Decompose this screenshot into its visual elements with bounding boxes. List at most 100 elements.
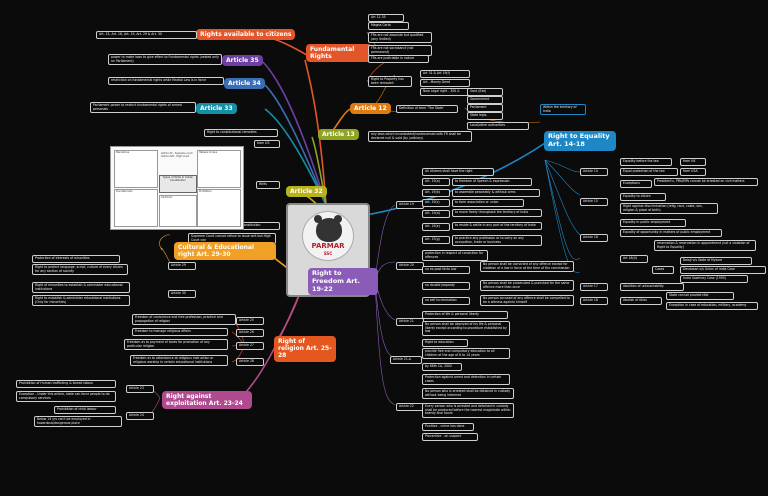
art24-item: Below 14 yrs can't be employed in hazard… [34, 416, 122, 428]
art18-item: Abolish of titles [620, 297, 662, 305]
writ-label: Habeas Corpus [199, 151, 218, 154]
fr-item: Art 12-35 [368, 14, 404, 22]
exploitation-node: Right against exploitation Art. 23-24 [162, 391, 252, 410]
art18-sub: Exception in case of education, military… [666, 302, 758, 310]
writs-card: Mandamus Habeas Corpus Quo-Warranto Proh… [110, 146, 244, 230]
article-13-node: Article 13 [318, 129, 359, 141]
art24-item: Prohibition of child labour [54, 406, 116, 414]
art14-label: Article 14 [580, 168, 608, 176]
art21a-item: Right to education [422, 339, 468, 347]
art16-4-label: Art 16(4) [620, 255, 648, 263]
art28-item: Freedom as to attendance at religious in… [130, 355, 228, 367]
art19-value: to assemble peaceably & without arms [452, 189, 540, 197]
writs-card-title: Types of Writs In Indian Constitution [159, 175, 197, 193]
freedom-node: Right to Freedom Art. 19-22 [308, 268, 378, 296]
art13-desc: any laws which inconsistent/controversia… [368, 131, 472, 143]
bear-icon [316, 218, 342, 242]
art29-item: Protection of interests of minorities [32, 255, 120, 263]
art14-item: Equal protection of the law [620, 168, 678, 176]
art29-item: Right to protect language, script, cultu… [32, 264, 128, 276]
art26-item: Freedom to manage religious affairs [132, 328, 228, 336]
art32-item: from US [254, 140, 280, 148]
case-item: Balaji v/s State of Mysore [680, 257, 752, 265]
art23-item: Exception - Under this article, state ca… [16, 391, 116, 403]
art22-item: Every person who is arrested and detaine… [422, 403, 514, 418]
art22-item: Preventive - on suspect [422, 433, 478, 441]
art21-item: Protection of life & personal liberty [422, 311, 508, 319]
article-12-node: Article 12 [350, 103, 391, 115]
art22-item: Punitive - crime has done [422, 423, 474, 431]
art19-value: to practice any profession or to carry o… [452, 235, 542, 247]
brand-logo: PARMAR SSC [302, 211, 354, 261]
art19-head: All citizens shall have the right [422, 168, 494, 176]
art19-value: to move freely throughout the territory … [452, 209, 542, 217]
link-fundamental [304, 59, 327, 206]
case-item: Devdasan v/s Union of India Case [680, 266, 766, 274]
art23-label: Article 23 [126, 385, 154, 393]
article-32-node: Article 32 [286, 186, 327, 198]
fr-item: Right to Property has been removed [368, 76, 412, 88]
art19-key: Art. 19(b) [422, 189, 450, 197]
art26-label: Article 26 [236, 329, 264, 337]
brand-name: PARMAR [311, 242, 345, 250]
art21a-item: provide free and compulsory education to… [422, 348, 510, 360]
art20-key: no ex-post facto law [422, 266, 470, 274]
writ-label: Article 32 - Supreme court Article 226 -… [161, 152, 193, 158]
article-34-node: Article 34 [224, 78, 265, 90]
fundamental-rights-node: Fundamental Rights [306, 44, 372, 63]
art19-label: Article 19 [396, 201, 424, 209]
art30-label: Article 30 [168, 290, 196, 298]
religion-node: Right of religion Art. 25-28 [274, 336, 336, 362]
art17-item: Abolition of untouchability [620, 283, 684, 291]
art14-from: from UK [680, 158, 706, 166]
art28-label: Article 28 [236, 358, 264, 366]
state-item: Govt (Exe) [467, 88, 503, 96]
property-item: Now Legal right - 300 A [420, 88, 470, 96]
art16-item: Equality in public employment [620, 219, 686, 227]
art25-item: Freedom of conscience and free professio… [132, 314, 236, 326]
state-item: State legis. [467, 112, 503, 120]
property-item: Art 31 & Art 19(f) [420, 70, 470, 78]
art14-item: Exceptions [620, 180, 652, 188]
art21a-label: Article 21-A [390, 356, 422, 364]
art30-item: Right of minorities to establish & admin… [32, 282, 130, 294]
cultural-node: Cultural & Educational right Art. 29-30 [174, 242, 276, 261]
citizens-list: Art. 15, Art. 16, Art. 19, Art. 29 & Art… [96, 31, 197, 39]
art34-desc: restriction on fundamental rights while … [108, 77, 224, 85]
state-definition: Definition of term 'The State' [396, 105, 458, 113]
art15-item: Right against discrimination (relig, rac… [620, 203, 718, 215]
brand-sub: SSC [323, 251, 333, 256]
article-33-node: Article 33 [196, 103, 237, 115]
art19-value: to reside & settle in any part of the te… [452, 222, 542, 230]
art27-item: Freedom as to payment of taxes for promo… [124, 339, 228, 351]
art17-label: Article 17 [580, 283, 608, 291]
state-item: Government [467, 96, 503, 104]
within-territory: Within the territory of India [540, 104, 586, 116]
art14-exception: President's, PMs/MPs cannot be arrested … [654, 178, 758, 186]
property-item: Art - Money Deed [420, 79, 470, 87]
cases-label: Cases [652, 266, 674, 274]
art21-item: No person shall be deprived of his life … [422, 321, 510, 336]
art20-head: protection in respect of conviction for … [422, 250, 488, 262]
art19-key: Art. 19(g) [422, 236, 450, 244]
art35-desc: power to make laws to give effect to Fun… [108, 54, 222, 66]
article-35-node: Article 35 [222, 55, 263, 67]
art18-sub: State cannot provide title [666, 292, 734, 300]
art20-key: no self incrimination [422, 297, 470, 305]
art22-item: Protection against arrest and detention … [422, 374, 510, 386]
fr-item: FRs are not absolute but qualified (any … [368, 32, 432, 44]
art20-label: Article 20 [396, 262, 424, 270]
equality-node: Right to Equality Art. 14-18 [544, 131, 616, 151]
art27-label: Article 27 [236, 342, 264, 350]
art18-label: Article 18 [580, 297, 608, 305]
state-item: Parliament [467, 104, 503, 112]
writ-label: Prohibition [199, 190, 212, 193]
art20-value: No person shall be convicted of any offe… [480, 261, 574, 273]
art30-item: Right to establish & administer educatio… [32, 295, 130, 307]
writ-label: Mandamus [116, 151, 130, 154]
case-item: Indra Sawhney Case (1993) [680, 275, 748, 283]
art19-value: to form association or union [452, 199, 524, 207]
art33-desc: Parliament power to restrict fundamental… [90, 102, 196, 114]
art15-item: Equality to citizen [620, 193, 666, 201]
writ-label: Certiorari [161, 196, 173, 199]
